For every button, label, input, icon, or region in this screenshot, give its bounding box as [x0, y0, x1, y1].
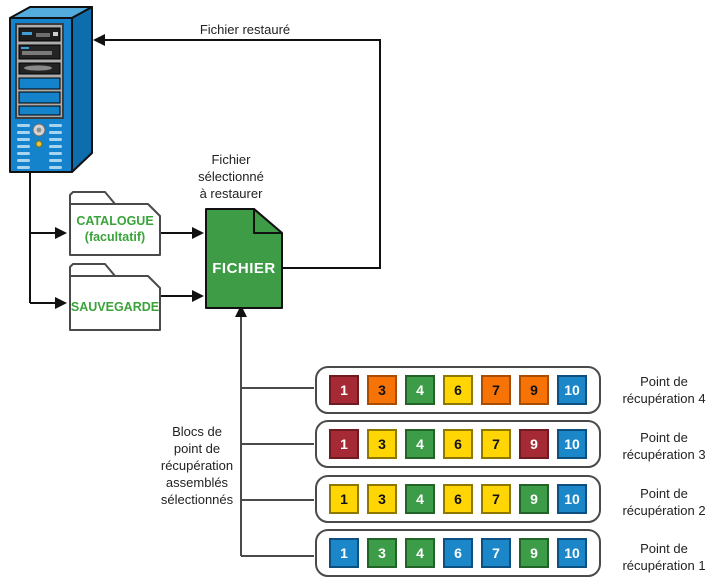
assembled-line1: Blocs de — [172, 424, 222, 439]
block-1: 1 — [329, 484, 359, 514]
arrowhead-to-file-2 — [192, 290, 204, 302]
block-9: 9 — [519, 538, 549, 568]
recovery-point-4-label: Point de récupération 4 — [609, 374, 719, 407]
block-6: 6 — [443, 538, 473, 568]
catalogue-folder: CATALOGUE (facultatif) — [69, 190, 161, 257]
rp4-line1: Point de — [640, 374, 688, 389]
block-1: 1 — [329, 538, 359, 568]
restored-file-label: Fichier restauré — [150, 21, 340, 38]
block-4: 4 — [405, 484, 435, 514]
block-7: 7 — [481, 429, 511, 459]
block-10: 10 — [557, 375, 587, 405]
arrowhead-to-server — [93, 34, 105, 46]
file-document-icon — [205, 208, 283, 309]
block-7: 7 — [481, 538, 511, 568]
block-7: 7 — [481, 484, 511, 514]
recovery-point-3-label: Point de récupération 3 — [609, 430, 719, 463]
sauvegarde-folder-label: SAUVEGARDE — [69, 282, 161, 332]
assembled-blocks-label: Blocs de point de récupération assemblés… — [142, 423, 252, 508]
folder-icon — [69, 263, 161, 331]
block-10: 10 — [557, 484, 587, 514]
folder-icon — [69, 191, 161, 256]
selected-file-line1: Fichier — [211, 152, 251, 167]
recovery-point-2-label: Point de récupération 2 — [609, 486, 719, 519]
rp2-line2: récupération 2 — [622, 502, 706, 518]
catalogue-line1: CATALOGUE — [76, 214, 154, 228]
selected-file-label: Fichier sélectionné à restaurer — [181, 151, 281, 202]
arrowhead-to-file-bottom — [235, 305, 247, 317]
assembled-line4: assemblés — [165, 475, 229, 490]
arrowhead-to-file-1 — [192, 227, 204, 239]
assembled-line2: point de — [173, 441, 221, 456]
block-6: 6 — [443, 429, 473, 459]
sauvegarde-line1: SAUVEGARDE — [70, 300, 160, 314]
block-10: 10 — [557, 429, 587, 459]
restored-file-text: Fichier restauré — [199, 22, 291, 37]
catalogue-line2: (facultatif) — [84, 230, 146, 244]
block-9: 9 — [519, 484, 549, 514]
assembled-line3: récupération — [160, 458, 234, 473]
block-9: 9 — [519, 375, 549, 405]
rp3-line1: Point de — [640, 430, 688, 445]
rp3-line2: récupération 3 — [622, 446, 706, 462]
block-4: 4 — [405, 429, 435, 459]
block-1: 1 — [329, 375, 359, 405]
block-6: 6 — [443, 484, 473, 514]
file-to-server-line — [105, 39, 381, 269]
assembled-line5: sélectionnés — [160, 492, 234, 507]
block-4: 4 — [405, 538, 435, 568]
rp1-line1: Point de — [640, 541, 688, 556]
arrowhead-to-sauvegarde — [55, 297, 67, 309]
block-1: 1 — [329, 429, 359, 459]
rp1-line2: récupération 1 — [622, 557, 706, 573]
block-6: 6 — [443, 375, 473, 405]
fichier-label: FICHIER — [212, 260, 276, 277]
block-3: 3 — [367, 375, 397, 405]
catalogue-folder-label: CATALOGUE (facultatif) — [69, 204, 161, 254]
block-10: 10 — [557, 538, 587, 568]
rp2-line1: Point de — [640, 486, 688, 501]
selected-file-line2: sélectionné — [198, 169, 264, 184]
rp4-line2: récupération 4 — [622, 390, 706, 406]
block-7: 7 — [481, 375, 511, 405]
block-4: 4 — [405, 375, 435, 405]
block-3: 3 — [367, 429, 397, 459]
selected-file-line3: à restaurer — [199, 186, 263, 201]
block-3: 3 — [367, 538, 397, 568]
fichier-document: FICHIER — [205, 208, 283, 309]
arrowhead-to-catalogue — [55, 227, 67, 239]
block-3: 3 — [367, 484, 397, 514]
block-9: 9 — [519, 429, 549, 459]
recovery-point-1-label: Point de récupération 1 — [609, 541, 719, 574]
sauvegarde-folder: SAUVEGARDE — [69, 262, 161, 332]
server-tower-icon — [9, 6, 93, 173]
